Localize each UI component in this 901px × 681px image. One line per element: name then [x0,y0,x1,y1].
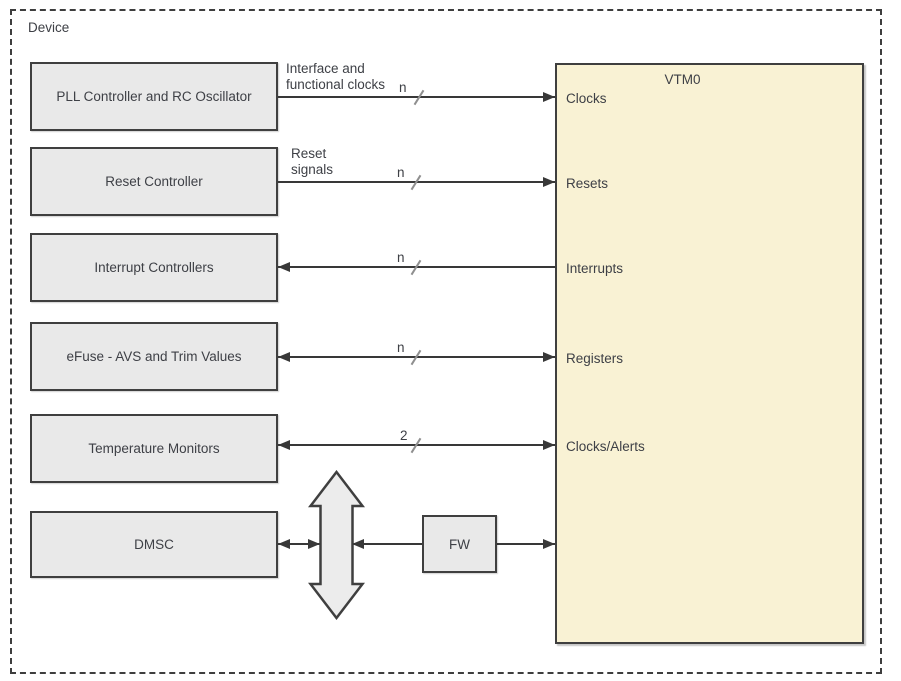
bus-width-label: n [397,165,405,180]
block-temperature-monitors: Temperature Monitors [30,414,278,483]
block-fw-label: FW [449,536,470,552]
block-reset-label: Reset Controller [105,174,203,189]
block-interrupt-label: Interrupt Controllers [94,260,214,275]
vtm0-title: VTM0 [664,72,701,87]
bus-width-label: n [397,250,405,265]
block-interrupt-controllers: Interrupt Controllers [30,233,278,302]
bus-width-label: n [397,340,405,355]
arrowhead-right-icon [543,177,555,187]
wire-resets-label: Reset signals [291,146,333,178]
block-efuse-label: eFuse - AVS and Trim Values [66,349,242,364]
wire-clocks-label: Interface and functional clocks [286,61,385,93]
bus-width-label: n [399,80,407,95]
block-dmsc: DMSC [30,511,278,578]
vtm0-port-interrupts: Interrupts [566,261,624,276]
vtm0-port-registers: Registers [566,351,624,366]
bus-width-label: 2 [400,428,408,443]
block-pll-label: PLL Controller and RC Oscillator [56,89,252,104]
block-vtm0: VTM0 Clocks Resets Interrupts Registers … [555,63,864,644]
block-fw: FW [422,515,497,573]
block-pll-controller: PLL Controller and RC Oscillator [30,62,278,131]
arrowhead-left-icon [278,262,290,272]
vtm0-port-resets: Resets [566,176,609,191]
arrowhead-right-icon [543,440,555,450]
arrowhead-right-icon [543,352,555,362]
arrowhead-right-icon [308,539,320,549]
block-efuse: eFuse - AVS and Trim Values [30,322,278,391]
arrowhead-left-icon [278,440,290,450]
block-dmsc-label: DMSC [134,537,174,552]
arrowhead-right-icon [543,92,555,102]
vtm0-port-clocks-alerts: Clocks/Alerts [566,439,645,454]
wire-resets-label-line2: signals [291,162,334,177]
block-reset-controller: Reset Controller [30,147,278,216]
wire-clocks-line [278,96,555,98]
vertical-bus-arrow-icon [308,470,365,620]
arrowhead-right-icon [543,539,555,549]
wire-clocks-label-line2: functional clocks [286,77,386,92]
arrowhead-left-icon [278,539,290,549]
wire-dmsc-bus-line [278,543,320,545]
wire-resets-label-line1: Reset [291,146,327,161]
arrowhead-left-icon [278,352,290,362]
device-label: Device [28,20,70,35]
arrowhead-left-icon [352,539,364,549]
device-boundary [10,9,882,674]
wire-clocks-label-line1: Interface and [286,61,365,76]
vtm0-port-clocks: Clocks [566,91,607,106]
wire-bus-to-fw-line [352,543,422,545]
wire-fw-to-vtm-line [497,543,555,545]
block-temp-label: Temperature Monitors [88,441,220,456]
